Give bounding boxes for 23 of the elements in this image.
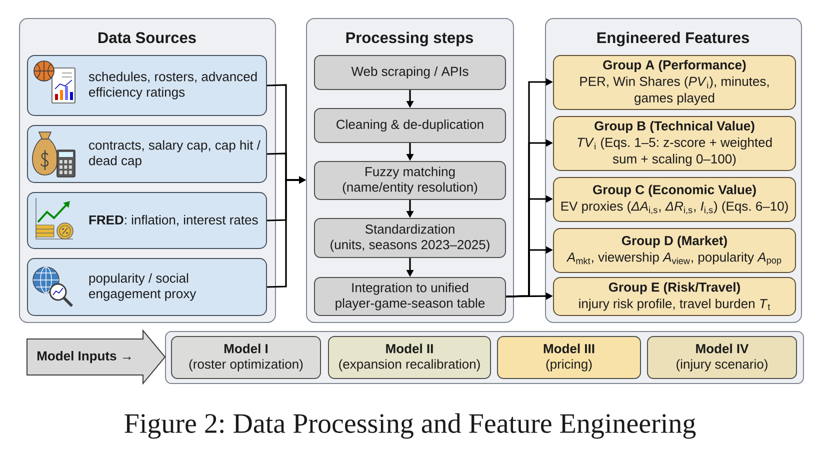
process-box: Web scraping / APIs bbox=[314, 55, 506, 90]
feature-box: Group A (Performance) PER, Win Shares (PV$_{i}$), minutes, games played bbox=[553, 55, 796, 110]
source-box: schedules, rosters, advanced efficiency ratings bbox=[27, 55, 267, 116]
process-box: Fuzzy matching (name/entity resolution) bbox=[314, 161, 506, 200]
panel-title: Data Sources bbox=[98, 32, 196, 44]
panel-title: Processing steps bbox=[346, 32, 474, 46]
model-box: Model I (roster optimization) bbox=[171, 336, 321, 379]
source-box: popularity / social engagement proxy bbox=[27, 258, 267, 316]
edge-label: Model Inputs → bbox=[35, 349, 135, 365]
process-box: Standardization (units, seasons 2023–2025) bbox=[314, 218, 506, 258]
process-box: Cleaning & de-duplication bbox=[314, 108, 506, 143]
feature-box: Group E (Risk/Travel) injury risk profile, travel burden T$_{t}$ bbox=[553, 277, 796, 316]
source-box: FRED: inflation, interest rates bbox=[27, 192, 267, 249]
source-box: contracts, salary cap, cap hit / dead cap bbox=[27, 125, 267, 183]
caption: Figure 2: Data Processing and Feature Engineering bbox=[124, 413, 696, 439]
panel-title: Engineered Features bbox=[597, 32, 750, 46]
feature-box: Group D (Market) A$_{mkt}$, viewership A$_{view}$, popularity A$_{pop}$ bbox=[553, 228, 796, 273]
feature-box: Group B (Technical Value) TV$_{i}$ (Eqs. 1–5: z-score + weighted sum + scaling 0–100) bbox=[553, 116, 796, 171]
model-box: Model III (pricing) bbox=[497, 336, 641, 379]
process-box: Integration to unified player-game-season table bbox=[314, 277, 506, 316]
model-box: Model II (expansion recalibration) bbox=[328, 336, 491, 379]
feature-box: Group C (Economic Value) EV proxies (ΔA$_{i,s}$, ΔR$_{i,s}$, I$_{i,s}$) (Eqs. 6–10) bbox=[553, 177, 796, 222]
model-box: Model IV (injury scenario) bbox=[647, 336, 797, 379]
